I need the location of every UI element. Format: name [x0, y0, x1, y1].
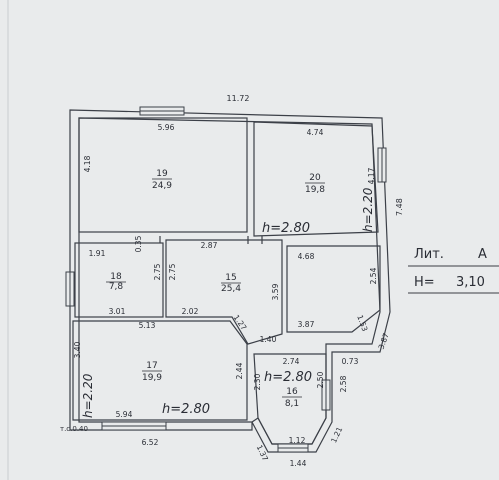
dimension-label: 1.40 — [260, 335, 277, 344]
dimension-label: 5.13 — [139, 321, 156, 330]
dimension-label: 1.91 — [89, 249, 106, 258]
height-label: h=2.20 — [81, 373, 95, 418]
windows — [65, 106, 387, 453]
ceiling-heights: h=2.80 h=2.20 h=2.80 h=2.20 h=2.80 — [81, 187, 375, 418]
height-label: h=2.80 — [262, 221, 310, 236]
height-label: h=2.80 — [162, 402, 210, 417]
lit-label: Лит. — [414, 247, 444, 262]
dimension-label: 2.54 — [369, 267, 378, 284]
dimension-label: 0.73 — [342, 357, 359, 366]
room-16-label: 16 8,1 — [282, 387, 302, 409]
dimension-label: 1.21 — [329, 425, 344, 444]
room-area: 7,8 — [109, 282, 124, 292]
height-label: h=2.20 — [361, 187, 375, 232]
dimension-label: 2.50 — [316, 371, 325, 388]
room-19-label: 19 24,9 — [152, 169, 172, 191]
dimension-label: 2.44 — [235, 362, 244, 379]
room-number: 18 — [110, 272, 122, 282]
dimension-label: 2.75 — [168, 263, 177, 280]
dimension-label: 3.59 — [271, 283, 280, 300]
lit-value: А — [478, 247, 487, 262]
dimension-label: 1.53 — [355, 314, 369, 333]
room-area: 24,9 — [152, 181, 172, 191]
room-15-label: 15 25,4 — [221, 273, 241, 294]
legend: Лит. А Н= 3,10 — [408, 247, 499, 294]
room-number: 17 — [146, 361, 157, 371]
dimension-label: 0.35 — [134, 235, 143, 252]
interior-walls — [72, 117, 381, 445]
dimension-label: 1.27 — [232, 313, 249, 332]
room-number: 20 — [309, 173, 321, 183]
dimension-label: 2.02 — [182, 307, 199, 316]
dimension-label: 6.52 — [142, 438, 159, 447]
dimension-label: 4.18 — [83, 155, 92, 172]
dimension-label: 5.94 — [116, 410, 133, 419]
room-17-label: 17 19,9 — [142, 361, 162, 383]
dimension-label: 2.74 — [283, 357, 300, 366]
wall-thickness-label: т.с.0.40 — [60, 425, 88, 433]
room-number: 19 — [156, 169, 168, 179]
dimension-label: 3.01 — [109, 307, 126, 316]
dimension-label: 2.75 — [153, 263, 162, 280]
h-label: Н= — [414, 275, 435, 290]
room-area: 19,8 — [305, 185, 325, 195]
dimension-labels: 5.96 4.18 4.74 4.17 1.91 0.35 2.87 2.75 … — [73, 123, 391, 468]
dimension-label: 3.87 — [298, 320, 315, 329]
dimension-label: 1.12 — [289, 436, 306, 445]
dimension-label: 4.74 — [307, 128, 324, 137]
dimension-label: 2.58 — [339, 375, 348, 392]
room-20-label: 20 19,8 — [305, 173, 325, 195]
room-number: 15 — [225, 273, 236, 283]
dimension-label: 2.30 — [253, 373, 262, 390]
dimension-label: 4.17 — [367, 167, 376, 184]
overall-depth-label: 7.48 — [395, 198, 404, 216]
room-area: 8,1 — [285, 399, 299, 409]
room-area: 25,4 — [221, 284, 241, 294]
dimension-label: 3.87 — [377, 332, 391, 351]
dimension-label: 2.87 — [201, 241, 218, 250]
h-value: 3,10 — [456, 275, 485, 290]
room-area: 19,9 — [142, 373, 162, 383]
room-labels: 19 24,9 20 19,8 18 7,8 15 25,4 17 19,9 1… — [106, 169, 325, 409]
dimension-label: 3.40 — [73, 341, 82, 358]
dimension-label: 1.44 — [290, 459, 307, 468]
room-number: 16 — [286, 387, 298, 397]
height-label: h=2.80 — [264, 370, 312, 385]
dimension-label: 5.96 — [158, 123, 175, 132]
dimension-label: 1.37 — [255, 443, 270, 462]
overall-width-label: 11.72 — [227, 94, 250, 103]
dimension-label: 4.68 — [298, 252, 315, 261]
room-18-label: 18 7,8 — [106, 272, 126, 292]
